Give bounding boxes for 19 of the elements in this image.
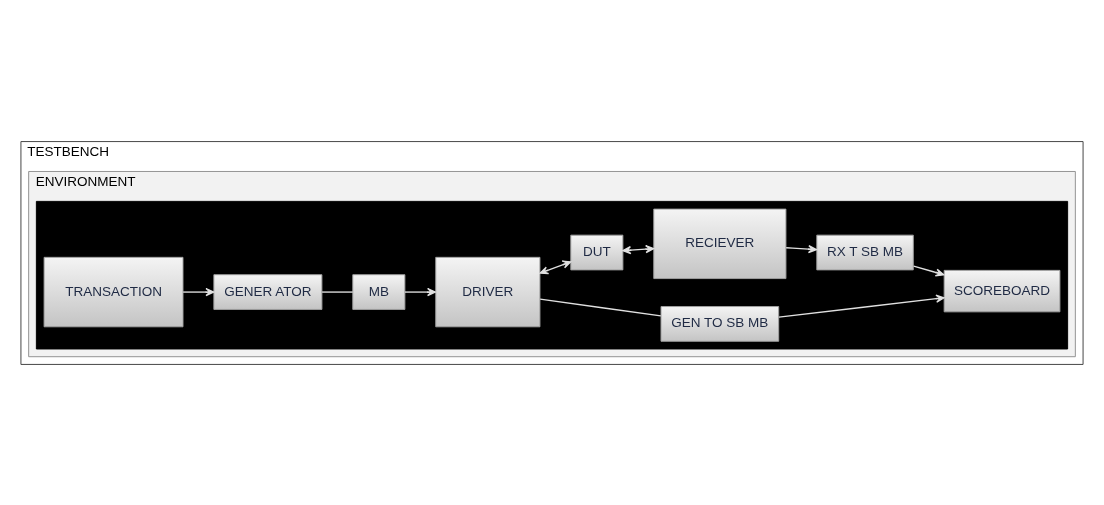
arrow: [912, 264, 945, 277]
cluster: [35, 200, 1069, 349]
arrow: [785, 244, 818, 253]
arrow: [404, 287, 437, 296]
node-box: GEN TO SB MB: [660, 305, 780, 342]
connector: [321, 290, 354, 293]
node-box: RX T SB MB: [816, 234, 914, 270]
node-box: MB: [352, 273, 406, 310]
node-box: DRIVER: [435, 256, 541, 327]
arrow: [778, 294, 945, 318]
node-box: TRANSACTION: [43, 256, 184, 327]
node-box: RECIEVER: [653, 208, 787, 279]
arrow: [539, 260, 572, 274]
arrow: [622, 244, 655, 254]
node-box: GENER ATOR: [213, 273, 323, 310]
arrow: [182, 287, 215, 296]
node-box: SCOREBOARD: [943, 269, 1061, 312]
connector: [539, 298, 662, 317]
node-box: DUT: [570, 234, 624, 270]
